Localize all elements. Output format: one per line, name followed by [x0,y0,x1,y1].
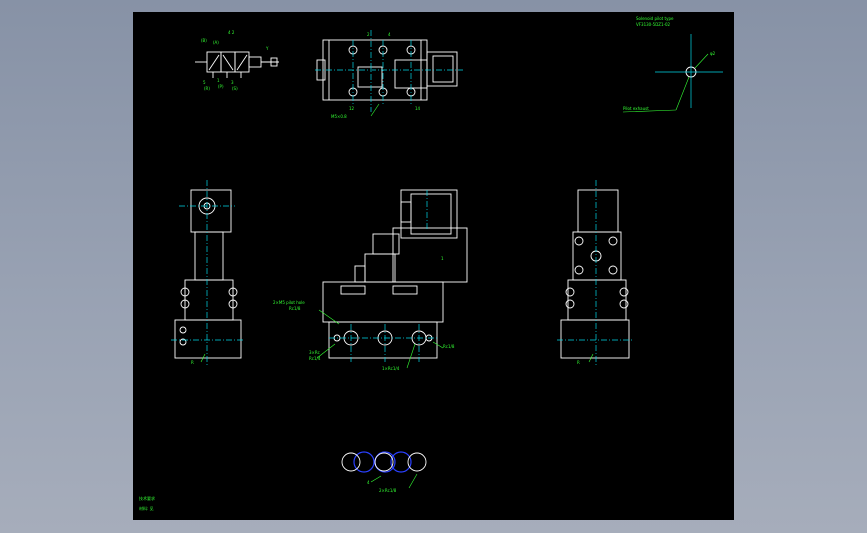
svg-text:1: 1 [441,256,444,261]
svg-text:2×M5 pilot hole: 2×M5 pilot hole [273,300,305,305]
svg-text:2: 2 [367,32,370,37]
svg-text:12: 12 [349,106,355,111]
svg-text:1×Rc1/4: 1×Rc1/4 [382,366,400,371]
front-view: 2×M5 pilot hole Rc1/8 3×Rc Rc1/4 1×Rc1/4… [273,189,468,371]
svg-text:VF3130-5DZ1-02: VF3130-5DZ1-02 [636,22,671,27]
svg-text:3: 3 [231,80,234,85]
svg-text:R: R [577,360,580,365]
svg-text:Rc1/4: Rc1/4 [309,356,321,361]
svg-text:φ2: φ2 [710,51,716,56]
svg-text:14: 14 [415,106,421,111]
svg-text:(S): (S) [232,86,238,91]
svg-text:(R): (R) [204,86,210,91]
sheet-notes: 技术要求 材料: 见 [139,495,155,511]
svg-text:3×Rc: 3×Rc [309,350,320,355]
svg-text:R: R [191,360,194,365]
svg-text:4: 4 [367,480,370,485]
port-pattern: 4 2×Rc1/8 [341,451,427,493]
svg-text:2×Rc1/8: 2×Rc1/8 [379,488,397,493]
sheet-note-1: 技术要求 [139,495,155,501]
svg-text:(P): (P) [218,84,224,89]
svg-text:4 2: 4 2 [228,30,235,35]
svg-text:Rc1/8: Rc1/8 [289,306,301,311]
svg-text:5: 5 [203,80,206,85]
svg-text:M5×0.8: M5×0.8 [331,114,347,119]
svg-text:Rc1/8: Rc1/8 [443,344,455,349]
svg-text:4: 4 [388,32,391,37]
sheet-note-2: 材料: 见 [139,505,154,511]
left-view: R [171,180,245,367]
svg-text:Pilot exhaust: Pilot exhaust [623,106,649,111]
svg-text:Solenoid pilot type: Solenoid pilot type [636,16,674,21]
svg-text:Y: Y [265,46,269,51]
detail-view: Solenoid pilot type VF3130-5DZ1-02 φ2 Pi… [622,16,723,113]
drawing-canvas: 4 2 (B) (A) 5 1 3 (R) (P) (S) Y [139,16,723,511]
right-view: R [557,180,633,367]
top-view: M5×0.8 12 14 2 4 [315,30,463,119]
svg-text:(B): (B) [201,38,207,43]
valve-symbol: 4 2 (B) (A) 5 1 3 (R) (P) (S) Y [195,30,279,91]
svg-text:1: 1 [217,78,220,83]
drawing-sheet[interactable]: 4 2 (B) (A) 5 1 3 (R) (P) (S) Y [133,12,734,520]
svg-text:(A): (A) [213,40,219,45]
